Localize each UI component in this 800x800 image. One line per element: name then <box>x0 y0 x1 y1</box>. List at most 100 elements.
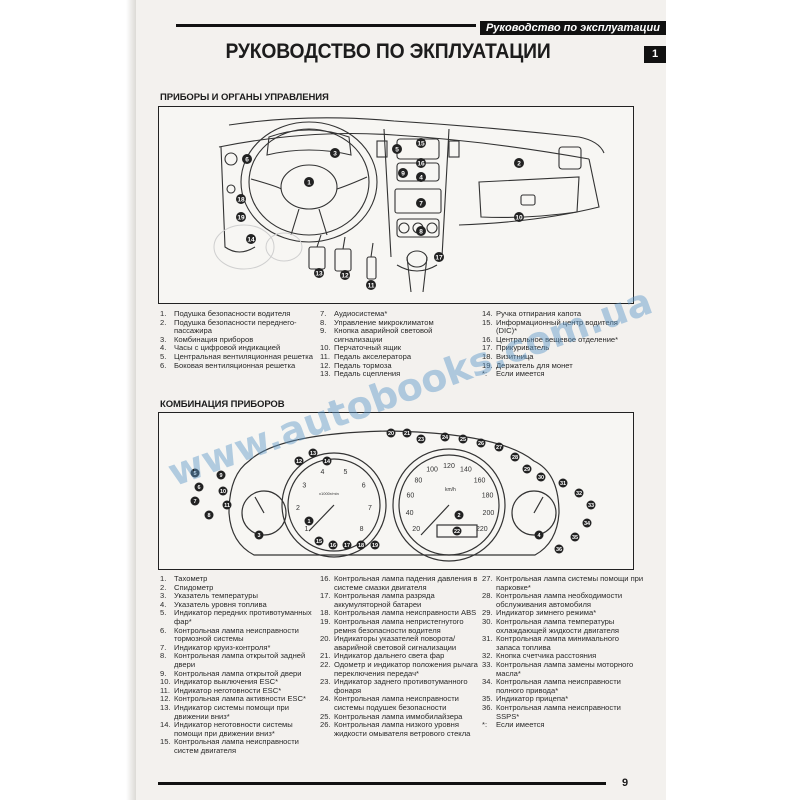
legend-item: 12.Педаль тормоза <box>320 361 478 371</box>
legend-text: Контрольная лампа неисправности систем д… <box>174 737 299 755</box>
callout-marker <box>190 468 200 478</box>
legend-item: 9. Контрольная лампа открытой двери <box>160 668 322 679</box>
section-title-controls: ПРИБОРЫ И ОРГАНЫ УПРАВЛЕНИЯ <box>160 92 329 103</box>
legend-item: 26.Контрольная лампа низкого уровня жидк… <box>320 720 482 738</box>
callout-marker <box>236 212 246 222</box>
legend-text: Индикатор неготовности ESC* <box>174 685 282 695</box>
callout-marker <box>416 158 426 168</box>
legend-item: 8.Управление микроклиматом <box>320 317 478 328</box>
callout-marker <box>452 526 462 536</box>
legend-item: 19.Контрольная лампа непристегнутого рем… <box>320 616 482 635</box>
callout-marker <box>236 194 246 204</box>
legend-text: Подушка безопасности переднего-пассажира <box>174 317 297 336</box>
legend-text: Контрольная лампа открытой двери <box>174 668 302 678</box>
legend-number: 20. <box>320 634 331 644</box>
legend-text: Контрольная лампа низкого уровня жидкост… <box>334 720 471 738</box>
callout-marker <box>574 488 584 498</box>
callout-number: 23 <box>418 437 424 443</box>
callout-number: 2 <box>517 160 521 167</box>
legend-item: 11.Индикатор неготовности ESC* <box>160 685 322 696</box>
speed-tick-label: 40 <box>406 510 414 517</box>
header-rule <box>176 24 476 27</box>
legend-number: 21. <box>320 651 331 661</box>
callout-number: 14 <box>324 459 331 465</box>
legend-item: 4.Часы с цифровой индикацией <box>160 344 318 353</box>
legend-text: Индикатор прицепа* <box>496 694 569 704</box>
section-title-cluster: КОМБИНАЦИЯ ПРИБОРОВ <box>160 399 285 410</box>
speed-tick-label: 80 <box>415 477 423 484</box>
legend-item: 36.Контрольная лампа неисправности SSPS* <box>482 702 644 721</box>
legend-number: 8. <box>320 317 327 327</box>
page-title: РУКОВОДСТВО ПО ЭКПЛУАТАЦИИ <box>225 40 551 63</box>
callout-marker <box>558 478 568 488</box>
legend-item: 13.Педаль сцепления <box>320 369 478 379</box>
legend-number: 34. <box>482 677 493 687</box>
callout-number: 25 <box>460 437 466 443</box>
callout-marker <box>242 154 252 164</box>
legend-number: 25. <box>320 711 331 721</box>
legend-number: 18. <box>482 351 493 361</box>
legend-text: Контрольная лампа необходимости обслужив… <box>496 591 623 609</box>
callout-marker <box>416 172 426 182</box>
legend-number: *: <box>482 720 488 730</box>
legend-text: Центральная вентиляционная решетка <box>174 351 313 361</box>
callout-marker <box>216 470 226 480</box>
legend-text: Контрольная лампа замены моторного масла… <box>496 659 634 678</box>
legend-number: 35. <box>482 694 493 704</box>
callout-number: 32 <box>576 491 582 497</box>
legend-text: Индикатор передних противотуманных фар* <box>174 608 312 626</box>
callout-number: 3 <box>257 533 260 539</box>
legend-text: Информационный центр водителя (DIC)* <box>496 317 618 336</box>
legend-number: 14. <box>160 720 171 730</box>
callout-marker <box>386 428 396 438</box>
legend-number: 16. <box>320 574 331 583</box>
speed-tick-label: 120 <box>443 463 455 470</box>
page-shadow <box>126 0 136 800</box>
legend-item: 28.Контрольная лампа необходимости обслу… <box>482 591 644 609</box>
legend-item: 2.Спидометр <box>160 583 322 593</box>
callout-marker <box>308 448 318 458</box>
speed-tick-label: 220 <box>476 526 488 533</box>
callout-number: 16 <box>417 160 425 167</box>
legend-text: Кнопка счетчика расстояния <box>496 651 597 661</box>
callout-marker <box>494 442 504 452</box>
legend-text: Контрольная лампа падения давления в сис… <box>334 574 478 592</box>
legend-item: 18.Контрольная лампа неисправности ABS <box>320 609 482 618</box>
legend-item: 13.Индикатор системы помощи при движении… <box>160 702 322 721</box>
callout-number: 1 <box>307 519 310 525</box>
callout-number: 18 <box>237 196 245 203</box>
callout-number: 14 <box>247 236 255 243</box>
chapter-tab: 1 <box>644 46 666 63</box>
legend-text: Если имеется <box>496 369 545 379</box>
legend-item: 6.Боковая вентиляционная решетка <box>160 361 318 371</box>
callout-number: 22 <box>454 529 460 535</box>
callout-number: 17 <box>435 254 443 261</box>
legend-number: 19. <box>482 360 493 370</box>
legend-number: 14. <box>482 309 493 318</box>
legend-number: 12. <box>160 694 171 704</box>
legend-number: 4. <box>160 599 167 609</box>
legend-item: 9.Кнопка аварийной световой сигнализации <box>320 326 478 344</box>
legend-text: Аудиосистема* <box>334 309 388 318</box>
legend-text: Индикатор заднего противотуманного фонар… <box>334 677 468 695</box>
legend-item: 24.Контрольная лампа неисправности систе… <box>320 695 482 712</box>
legend-number: 13. <box>160 702 171 712</box>
legend-item: 5.Центральная вентиляционная решетка <box>160 351 318 362</box>
legend-text: Прикуриватель <box>496 343 550 353</box>
legend-number: 27. <box>482 574 493 583</box>
legend-text: Контрольная лампа неисправности тормозно… <box>174 625 299 644</box>
legend-number: 9. <box>160 668 167 678</box>
legend-text: Контрольная лампа системы помощи при пар… <box>496 574 644 592</box>
legend-number: 36. <box>482 702 493 712</box>
legend-number: 17. <box>482 343 493 353</box>
legend-number: 3. <box>160 591 167 601</box>
legend-text: Педаль сцепления <box>334 369 401 379</box>
callout-number: 13 <box>315 270 323 277</box>
legend-item: 17.Прикуриватель <box>482 344 640 353</box>
legend-number: 19. <box>320 616 331 626</box>
legend-text: Контрольная лампа иммобилайзера <box>334 711 463 721</box>
callout-marker <box>218 486 228 496</box>
